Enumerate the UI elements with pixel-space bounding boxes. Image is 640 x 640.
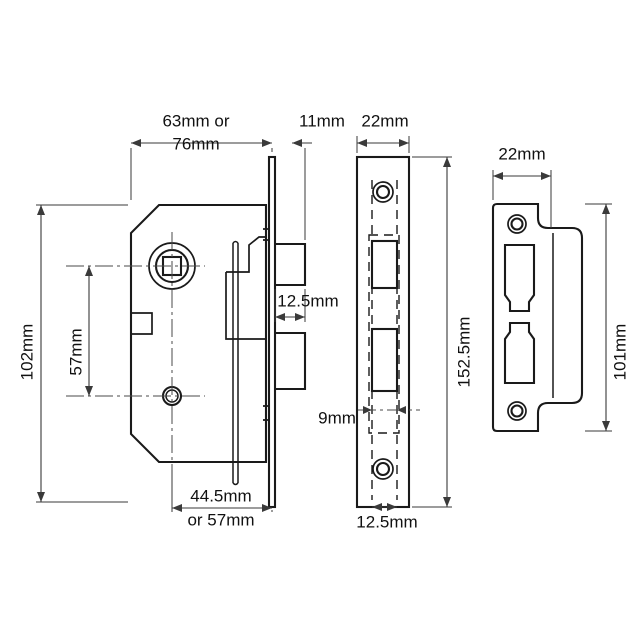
lock-case-outline [129, 203, 268, 464]
strike-screw-top-inner [510, 217, 524, 231]
arrow-case-height-bottom [37, 492, 45, 502]
label-spindle-to-key: 57mm [66, 328, 85, 375]
lower-dead-bolt [275, 331, 307, 391]
case-inner-rib-cap-bottom [232, 482, 239, 486]
arrow-bolt-offset-right [397, 406, 406, 414]
arrow-case-width-left [131, 139, 141, 147]
label-strike-width: 22mm [498, 144, 545, 163]
arrow-bolt-width-right [387, 503, 397, 511]
arrow-case-width-right [262, 139, 272, 147]
dimension-labels: 63mm or 76mm 11mm 22mm 22mm 102mm 57mm 1… [17, 111, 629, 531]
arrow-bolt-offset-left [363, 406, 372, 414]
arrow-bolt-width-left [372, 503, 382, 511]
strike-screw-bottom-outer [507, 401, 527, 421]
arrow-faceplate-offset [292, 139, 302, 147]
label-case-width-alt: 76mm [172, 134, 219, 153]
strike-screw-top-outer [507, 214, 527, 234]
arrow-bolt-projection-right [295, 313, 305, 321]
label-faceplate-width: 22mm [361, 111, 408, 130]
label-bolt-width: 12.5mm [356, 512, 417, 531]
arrow-case-height-top [37, 205, 45, 215]
label-faceplate-height: 152.5mm [454, 317, 473, 388]
arrow-strike-height-bottom [602, 421, 610, 431]
arrow-faceplate-width-right [399, 139, 409, 147]
arrow-strike-height-top [602, 204, 610, 214]
strike-plate-view [491, 202, 584, 433]
label-case-width: 63mm or [162, 111, 229, 130]
faceplate-tab-lower [263, 405, 270, 421]
faceplate-screw-bottom-inner [375, 461, 391, 477]
label-strike-height: 101mm [610, 324, 629, 381]
arrow-faceplate-height-bottom [443, 497, 451, 507]
case-left-notch [131, 312, 153, 335]
label-case-height: 102mm [17, 324, 36, 381]
label-bolt-projection: 12.5mm [277, 291, 338, 310]
faceplate-latch-aperture [370, 239, 399, 290]
upper-latch-bolt [275, 242, 307, 287]
label-backset: 44.5mm [190, 486, 251, 505]
arrow-strike-width-left [493, 172, 503, 180]
label-bolt-offset: 9mm [318, 408, 356, 427]
strike-screw-bottom-inner [510, 404, 524, 418]
arrow-strike-width-right [541, 172, 551, 180]
label-faceplate-offset: 11mm [299, 111, 345, 130]
case-inner-rib [232, 243, 239, 483]
faceplate-screw-bottom-outer [372, 458, 394, 480]
arrow-bolt-projection-left [275, 313, 285, 321]
arrow-spindle-to-key-bottom [85, 386, 93, 396]
arrow-faceplate-height-top [443, 157, 451, 167]
case-inner-rib-cap-top [232, 240, 239, 244]
strike-plate-outline [491, 202, 584, 433]
strike-latch-aperture [503, 243, 536, 313]
faceplate-screw-top-inner [375, 184, 391, 200]
faceplate-screw-top-outer [372, 181, 394, 203]
upper-bolt-body [226, 236, 266, 273]
label-backset-alt: or 57mm [187, 510, 254, 529]
faceplate-tab-upper [263, 228, 270, 241]
arrow-faceplate-width-left [357, 139, 367, 147]
arrow-backset-right [262, 504, 272, 512]
arrow-backset-left [172, 504, 182, 512]
mortice-pocket-hidden-outline [368, 234, 400, 434]
strike-deadbolt-aperture [503, 321, 536, 385]
upper-bolt-body-lower [225, 272, 266, 340]
lock-body-side-view [66, 155, 307, 512]
dimension-annotations [36, 136, 612, 512]
arrow-spindle-to-key-top [85, 266, 93, 276]
